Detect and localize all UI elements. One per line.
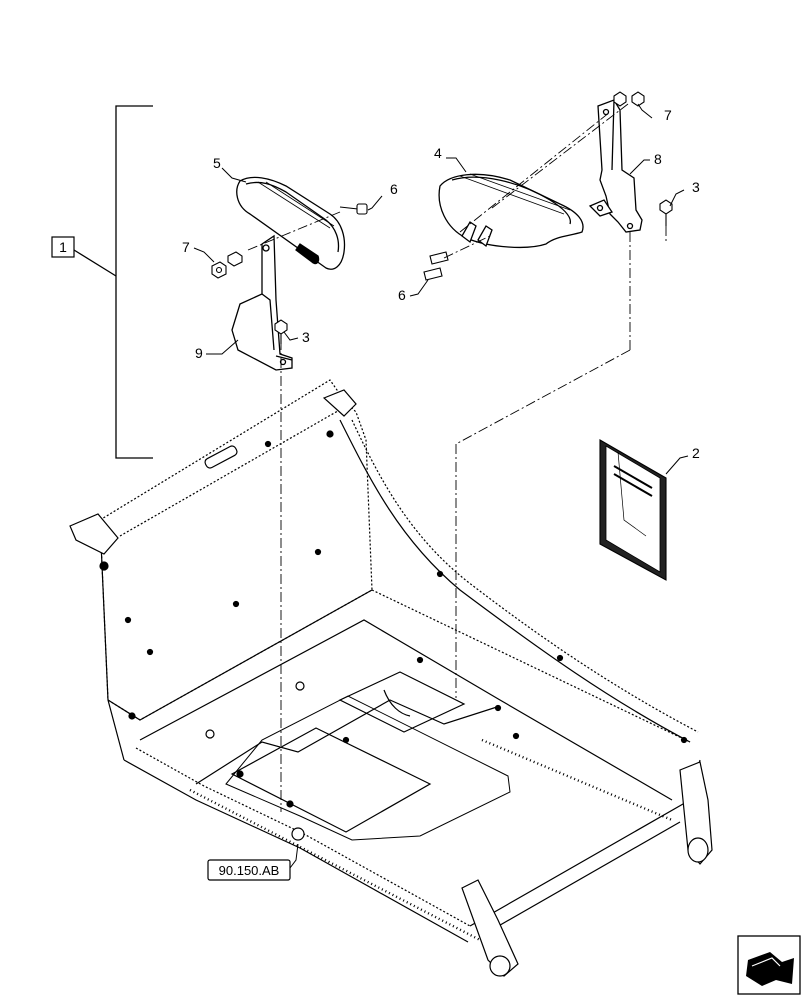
- reference-box[interactable]: 90.150.AB: [207, 859, 291, 881]
- callout-1: 1: [59, 239, 67, 255]
- callout-3-left: 3: [302, 329, 310, 345]
- callout-6-left: 6: [390, 181, 398, 197]
- left-armrest-pad: [236, 176, 346, 270]
- right-armrest-pad: [438, 173, 584, 249]
- callout-7-left: 7: [182, 239, 190, 255]
- arrow-nav-icon[interactable]: [737, 935, 801, 995]
- assembly-lines: [247, 103, 667, 812]
- left-screw-6: [339, 203, 368, 215]
- left-nut-7: [211, 251, 243, 279]
- leader-lines: [193, 103, 689, 869]
- callout-2: 2: [692, 445, 700, 461]
- right-nut-7: [613, 91, 645, 107]
- reference-label: 90.150.AB: [219, 863, 280, 878]
- callout-5: 5: [213, 155, 221, 171]
- right-bolt-3: [659, 199, 673, 226]
- callout-3-right: 3: [692, 179, 700, 195]
- operator-manual: [599, 439, 667, 581]
- group-bracket: [73, 105, 153, 459]
- callout-4: 4: [434, 145, 442, 161]
- callout-6-right: 6: [398, 287, 406, 303]
- callout-7-right: 7: [664, 107, 672, 123]
- right-armrest-bracket: [588, 99, 643, 233]
- left-armrest-bracket: [231, 234, 293, 371]
- callout-8: 8: [654, 151, 662, 167]
- right-screw-6: [423, 251, 449, 281]
- floor-frame: [69, 379, 713, 977]
- callout-box-1: 1: [51, 236, 75, 258]
- callout-9: 9: [195, 345, 203, 361]
